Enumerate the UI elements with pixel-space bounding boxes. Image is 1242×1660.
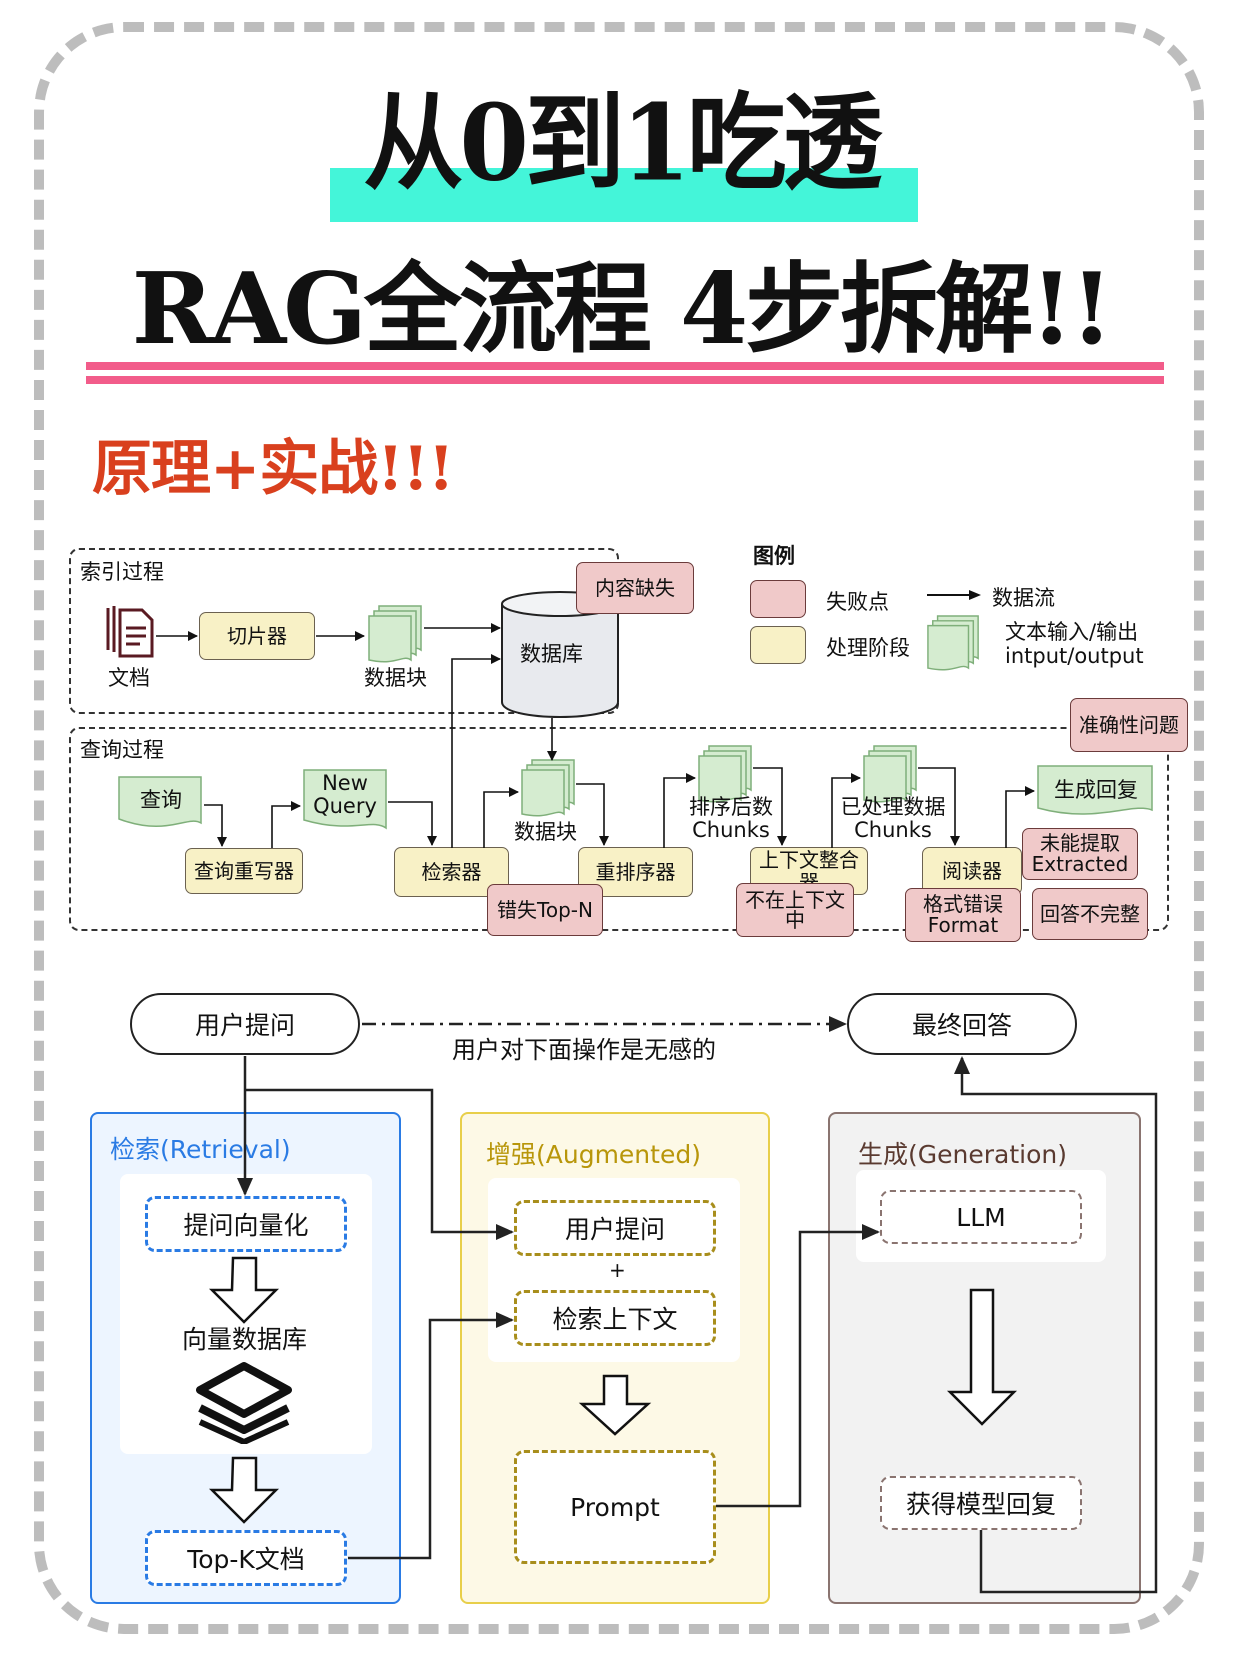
legend-failure-swatch [750, 580, 806, 618]
decorative-dashed-frame [34, 22, 1204, 1634]
augmented-title: 增强(Augmented) [486, 1140, 701, 1169]
failure-accuracy: 准确性问题 [1070, 698, 1188, 752]
page-title-line2: RAG全流程 4步拆解!! [131, 252, 1114, 367]
title-underline-top [86, 362, 1164, 370]
failure-missing-content: 内容缺失 [576, 562, 694, 614]
user-question-node: 用户提问 [130, 993, 360, 1055]
query-label: 查询 [140, 788, 182, 812]
llm-step: LLM [880, 1190, 1082, 1244]
new-query-icon [303, 769, 387, 830]
database-label: 数据库 [520, 642, 583, 666]
legend-text-io-icon [927, 615, 979, 671]
indexing-process-label: 索引过程 [80, 560, 164, 584]
query-process-label: 查询过程 [80, 738, 164, 762]
retrieved-chunks-label: 数据块 [514, 820, 577, 844]
retrieved-context: 检索上下文 [514, 1290, 716, 1346]
legend-title: 图例 [753, 544, 795, 568]
response-output-icon [1037, 765, 1153, 815]
augmented-user-question: 用户提问 [514, 1200, 716, 1256]
response-label: 生成回复 [1054, 778, 1138, 802]
prompt-step: Prompt [514, 1450, 716, 1564]
topk-docs-step: Top-K文档 [145, 1530, 347, 1586]
reader-stage: 阅读器 [922, 847, 1022, 895]
failure-incomplete-answer: 回答不完整 [1032, 888, 1148, 940]
chunks-label: 数据块 [364, 666, 427, 690]
failure-not-in-context: 不在上下文中 [736, 883, 854, 937]
subtitle: 原理+实战!!! [92, 434, 454, 504]
legend-failure-label: 失败点 [826, 590, 889, 614]
page-title-line1: 从0到1吃透 [363, 81, 882, 205]
vector-db-layers-icon [196, 1362, 292, 1444]
generation-title: 生成(Generation) [858, 1140, 1067, 1169]
final-answer-node: 最终回答 [847, 993, 1077, 1055]
chunker-stage: 切片器 [199, 612, 315, 660]
sorted-chunks-icon [698, 745, 752, 803]
document-label: 文档 [108, 666, 150, 690]
chunks-stack-icon [368, 605, 422, 663]
title-highlight-bar [330, 168, 918, 222]
legend-processing-label: 处理阶段 [826, 636, 910, 660]
processed-chunks-icon [863, 745, 917, 803]
query-process-group [69, 727, 1169, 931]
query-rewriter-stage: 查询重写器 [185, 848, 303, 894]
vectorize-step: 提问向量化 [145, 1196, 347, 1252]
retrieval-title: 检索(Retrieval) [110, 1135, 291, 1164]
plus-sign: + [609, 1258, 626, 1282]
retriever-stage: 检索器 [394, 847, 509, 897]
failure-missed-topn: 错失Top-N [487, 884, 603, 936]
title-underline-bottom [86, 376, 1164, 384]
legend-processing-swatch [750, 626, 806, 664]
legend-arrow-icon [927, 590, 981, 600]
model-reply-step: 获得模型回复 [880, 1476, 1082, 1530]
retrieved-chunks-icon [521, 759, 575, 817]
document-icon [106, 606, 154, 658]
legend-dataflow-label: 数据流 [992, 586, 1055, 610]
transparent-note: 用户对下面操作是无感的 [452, 1036, 716, 1064]
vector-db-label: 向量数据库 [182, 1325, 308, 1354]
query-input-icon [118, 776, 202, 828]
